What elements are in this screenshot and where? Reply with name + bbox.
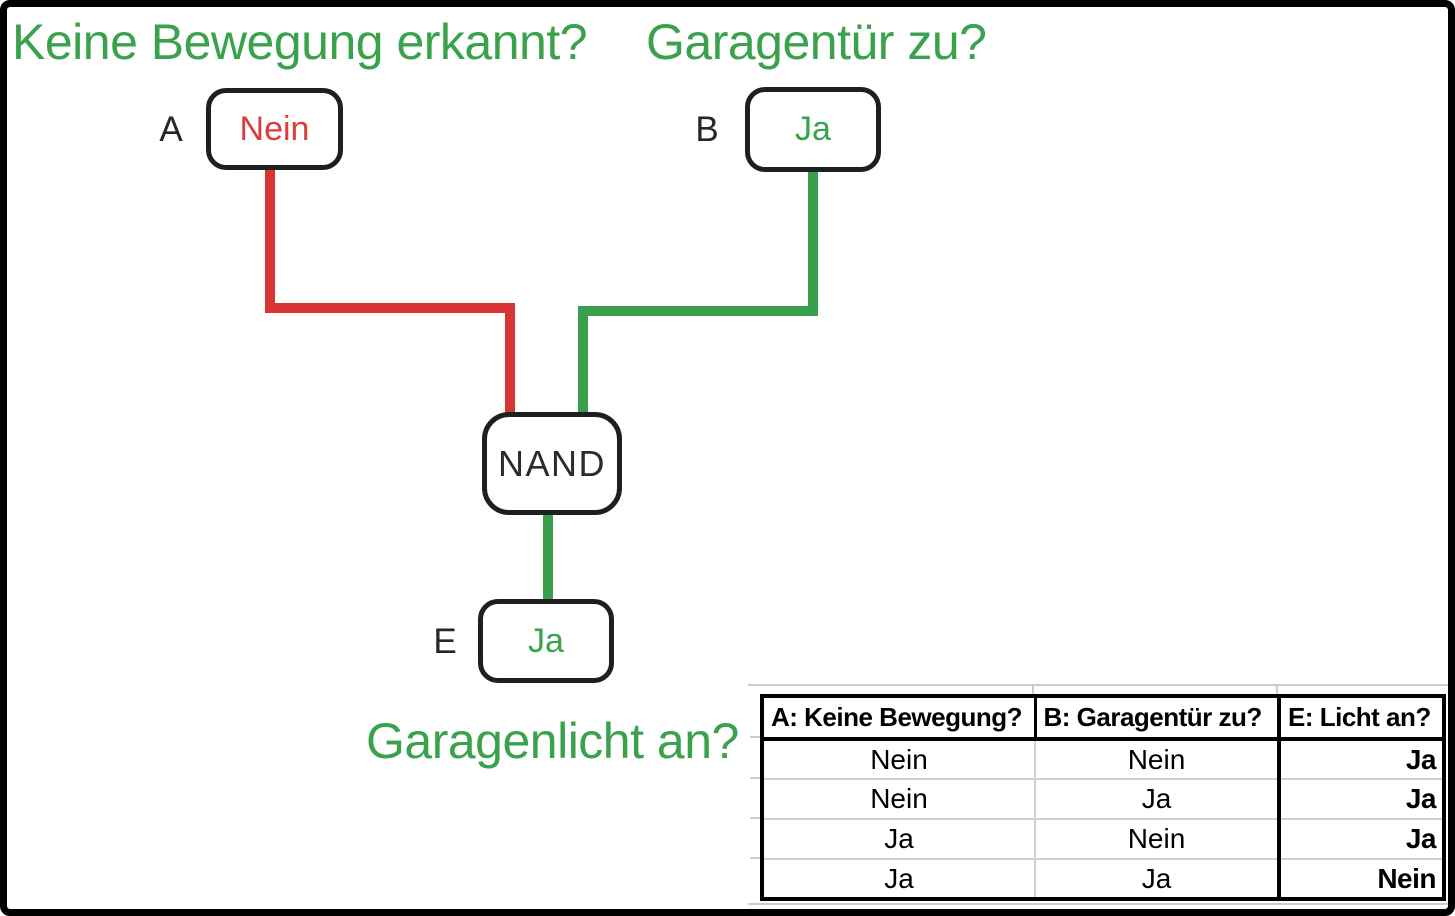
truth-table-cell: Ja [1279,778,1444,819]
truth-table-header-row: A: Keine Bewegung? B: Garagentür zu? E: … [762,696,1444,741]
wire-b-vertical-to-gate [578,306,588,415]
node-b-box: Ja [745,87,881,172]
nand-gate-box: NAND [482,412,622,515]
node-a-letter: A [159,110,183,149]
truth-table-cell: Ja [1279,818,1444,859]
gridline-tick-left-3 [750,817,762,819]
gridline-tick-left-1 [750,736,762,738]
truth-table-cell: Nein [762,739,1036,779]
truth-table-row: Nein Ja Ja [762,778,1444,819]
wire-output-vertical [543,512,553,604]
gridline-below-table [748,903,1448,905]
node-e-box: Ja [478,599,614,683]
truth-table-row: Ja Ja Nein [762,858,1444,899]
truth-table: A: Keine Bewegung? B: Garagentür zu? E: … [760,694,1446,901]
gridline-tick-top-1 [1032,685,1034,695]
truth-table-cell: Nein [1035,739,1281,779]
question-e-title: Garagenlicht an? [366,713,739,769]
node-a-value: Nein [239,109,310,148]
question-b-title: Garagentür zu? [646,14,987,70]
truth-table-cell: Nein [1279,858,1444,899]
node-b-letter: B [695,110,719,149]
nand-gate-label: NAND [497,442,606,484]
node-e-letter: E [433,622,457,661]
truth-table-header-b: B: Garagentür zu? [1035,696,1281,741]
wire-a-vertical-from-node [265,165,275,312]
gridline-tick-top-2 [1276,685,1278,695]
wire-a-vertical-to-gate [505,303,515,415]
truth-table-row: Nein Nein Ja [762,739,1444,779]
gridline-above-table [748,684,1448,686]
truth-table-cell: Ja [1035,778,1281,819]
truth-table-cell: Nein [1035,818,1281,859]
gridline-tick-left-4 [750,857,762,859]
wire-b-horizontal [578,306,818,316]
node-b-value: Ja [795,110,831,148]
truth-table-cell: Ja [762,818,1036,859]
truth-table-header-e: E: Licht an? [1279,696,1444,741]
gridline-tick-left-2 [750,777,762,779]
wire-b-vertical-from-node [808,168,818,314]
node-e-value: Ja [528,621,564,660]
truth-table-row: Ja Nein Ja [762,818,1444,859]
truth-table-cell: Ja [1405,743,1437,775]
truth-table-cell: Ja [762,858,1036,899]
question-a-title: Keine Bewegung erkannt? [12,14,588,70]
truth-table-cell: Nein [762,778,1036,819]
node-a-box: Nein [206,88,343,170]
truth-table-header-a: A: Keine Bewegung? [762,696,1037,741]
wire-a-horizontal [265,303,515,313]
truth-table-cell: Ja [1035,858,1281,899]
